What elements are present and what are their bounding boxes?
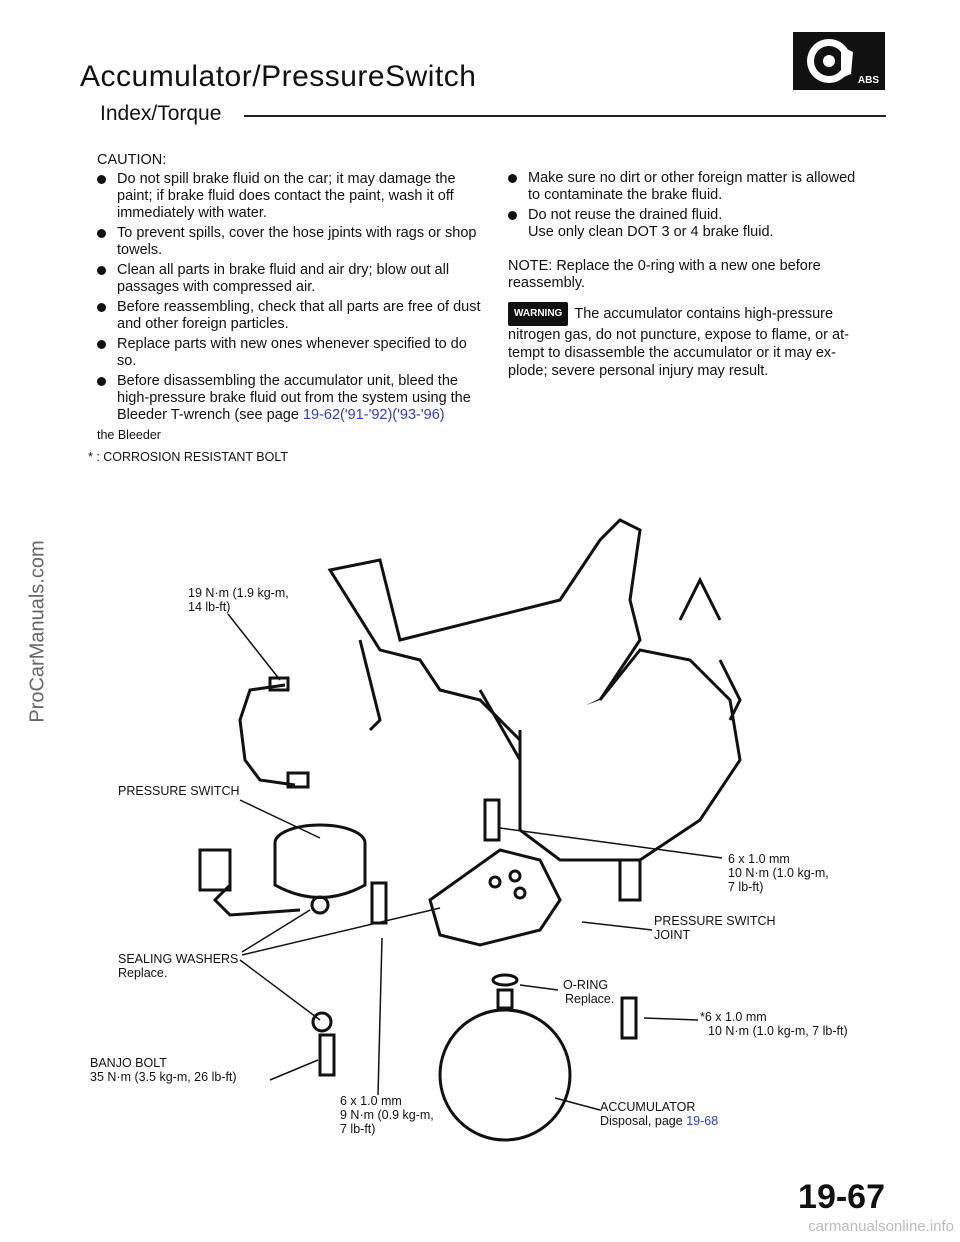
caution-item: Clean all parts in brake fluid and air d…	[97, 262, 482, 296]
warning-text: The accumulator contains high-pressure n…	[508, 305, 849, 379]
accumulator-label: ACCUMULATOR Disposal, page 19-68	[600, 1100, 719, 1128]
caution-item: Before disassembling the accumulator uni…	[97, 373, 482, 424]
page-link-19-68[interactable]: 19-68	[686, 1114, 719, 1128]
side-watermark: ProCarManuals.com	[26, 540, 49, 723]
note-text: NOTE: Replace the 0-ring with a new one …	[508, 258, 821, 291]
pressure-switch-label: PRESSURE SWITCH	[118, 784, 240, 798]
abs-logo: ABS	[793, 32, 885, 90]
caution-item: To prevent spills, cover the hose jpints…	[97, 225, 482, 259]
caution-trailing: the Bleeder	[97, 428, 161, 442]
sealing-washers-label: SEALING WASHERS Replace.	[118, 952, 239, 980]
oring-label: O-RING Replace.	[563, 978, 615, 1006]
banjo-bolt-label: BANJO BOLT 35 N·m (3.5 kg-m, 26 lb-ft)	[90, 1056, 237, 1084]
right-notes: Make sure no dirt or other foreign matte…	[508, 170, 868, 241]
page-title: Accumulator/PressureSwitch	[80, 60, 477, 93]
abs-logo-text: ABS	[857, 75, 879, 86]
warning-badge: WARNING	[508, 302, 569, 326]
bolt-label-joint: 6 x 1.0 mm 10 N·m (1.0 kg-m, 7 lb-ft)	[728, 852, 829, 894]
right-item: Make sure no dirt or other foreign matte…	[508, 170, 868, 204]
page-link-19-62[interactable]: 19-62('91-'92)('93-'96)	[302, 407, 445, 423]
bolt-label-bottom: 6 x 1.0 mm 9 N·m (0.9 kg-m, 7 lb-ft)	[340, 1094, 434, 1136]
caution-item: Do not spill brake fluid on the car; it …	[97, 171, 482, 222]
torque-label-pipe: 19 N·m (1.9 kg-m, 14 lb-ft)	[188, 586, 289, 614]
caution-heading: CAUTION:	[97, 152, 167, 168]
footer-watermark: carmanualsonline.info	[808, 1218, 954, 1235]
bullet-icon	[508, 174, 517, 183]
right-subnote: Use only clean DOT 3 or 4 brake fluid.	[528, 224, 774, 240]
corrosion-note: * : CORROSION RESISTANT BOLT	[88, 450, 289, 464]
caution-item: Before reassembling, check that all part…	[97, 299, 482, 333]
caution-block: CAUTION: Do not spill brake fluid on the…	[97, 152, 482, 444]
bolt-label-accumulator: *6 x 1.0 mm 10 N·m (1.0 kg-m, 7 lb-ft)	[700, 1010, 848, 1038]
bullet-icon	[97, 229, 106, 238]
bullet-icon	[97, 377, 106, 386]
bullet-icon	[97, 266, 106, 275]
bullet-icon	[97, 175, 106, 184]
bullet-icon	[97, 303, 106, 312]
page-number: 19-67	[798, 1178, 885, 1216]
caution-item: Replace parts with new ones whenever spe…	[97, 336, 482, 370]
leader-lines	[227, 613, 723, 1111]
brake-disc-icon	[807, 39, 853, 83]
right-item: Do not reuse the drained fluid.	[508, 207, 868, 224]
page-subtitle: Index/Torque	[100, 102, 222, 125]
bullet-icon	[508, 211, 517, 220]
header-rule	[244, 115, 886, 117]
bullet-icon	[97, 340, 106, 349]
ps-joint-label: PRESSURE SWITCH JOINT	[654, 914, 776, 942]
diagram-linework	[198, 518, 742, 1142]
